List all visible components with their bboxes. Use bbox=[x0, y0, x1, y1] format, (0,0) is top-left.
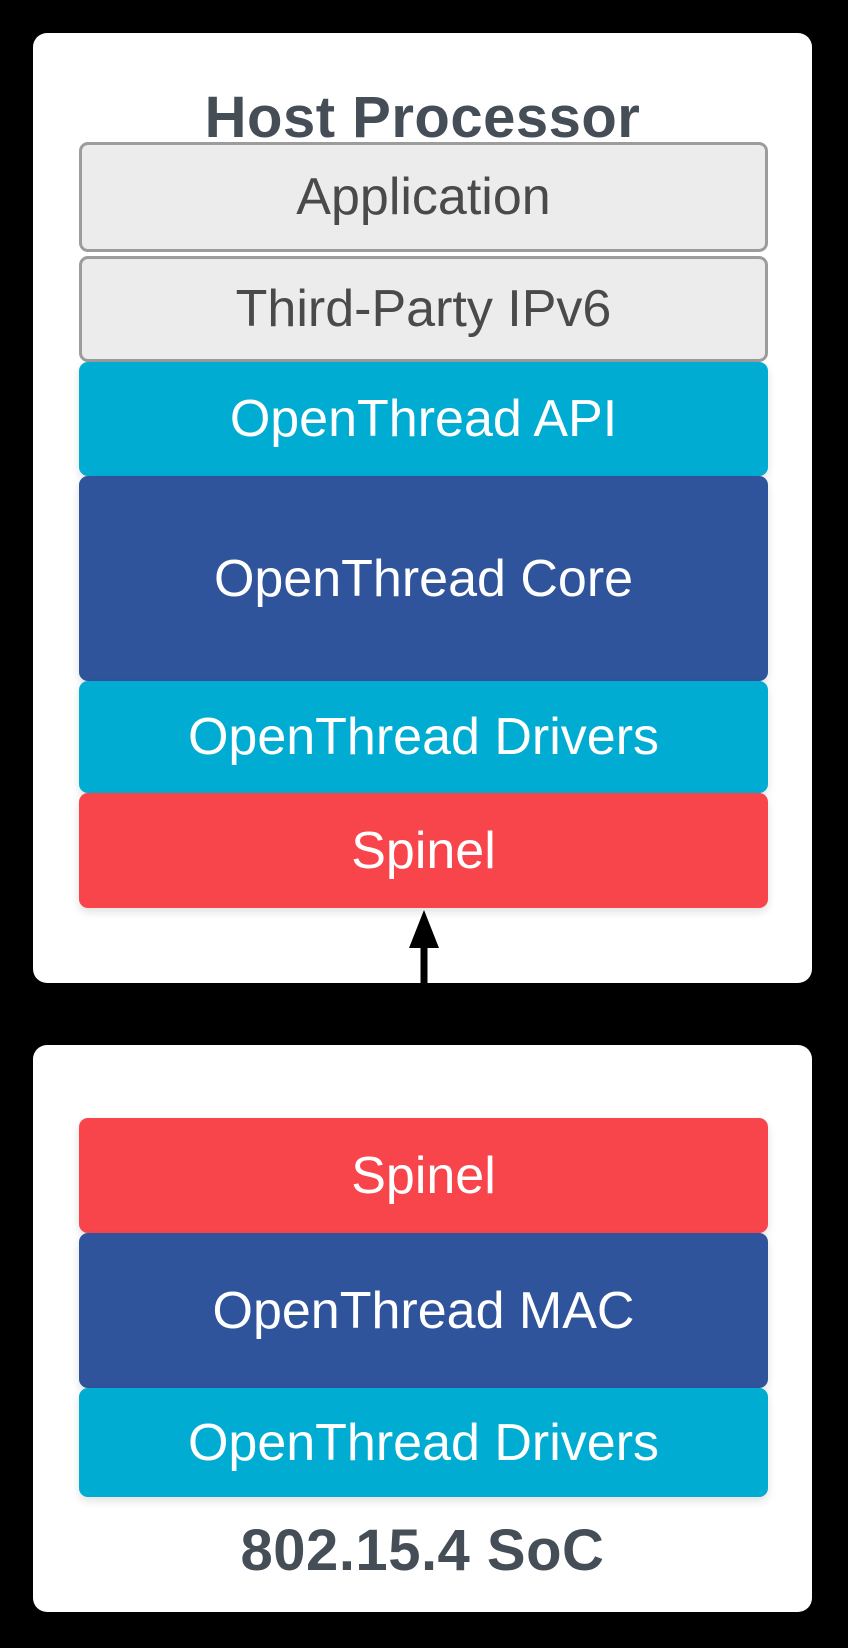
soc-card: Spinel OpenThread MAC OpenThread Drivers… bbox=[33, 1045, 812, 1612]
layer-spinel-soc-label: Spinel bbox=[351, 1146, 496, 1205]
layer-spinel-host: Spinel bbox=[79, 793, 768, 908]
host-processor-title: Host Processor bbox=[204, 85, 641, 150]
layer-openthread-drivers-soc: OpenThread Drivers bbox=[79, 1388, 768, 1497]
layer-openthread-mac: OpenThread MAC bbox=[79, 1233, 768, 1388]
layer-openthread-drivers-host-label: OpenThread Drivers bbox=[187, 708, 660, 766]
layer-application: Application bbox=[79, 142, 768, 252]
layer-spinel-host-label: Spinel bbox=[351, 821, 496, 880]
soc-caption: 802.15.4 SoC bbox=[240, 1518, 605, 1583]
layer-openthread-drivers-host: OpenThread Drivers bbox=[79, 681, 768, 793]
layer-spinel-soc: Spinel bbox=[79, 1118, 768, 1233]
layer-openthread-core-label: OpenThread Core bbox=[213, 549, 634, 608]
host-processor-card: Host Processor Application Third-Party I… bbox=[33, 33, 812, 983]
layer-openthread-drivers-soc-label: OpenThread Drivers bbox=[187, 1413, 660, 1472]
layer-openthread-api: OpenThread API bbox=[79, 362, 768, 476]
layer-openthread-api-label: OpenThread API bbox=[229, 390, 618, 448]
layer-third-party-ipv6: Third-Party IPv6 bbox=[79, 256, 768, 362]
layer-application-label: Application bbox=[296, 168, 551, 226]
layer-third-party-ipv6-label: Third-Party IPv6 bbox=[235, 280, 612, 338]
layer-openthread-core: OpenThread Core bbox=[79, 476, 768, 681]
layer-openthread-mac-label: OpenThread MAC bbox=[212, 1281, 635, 1340]
